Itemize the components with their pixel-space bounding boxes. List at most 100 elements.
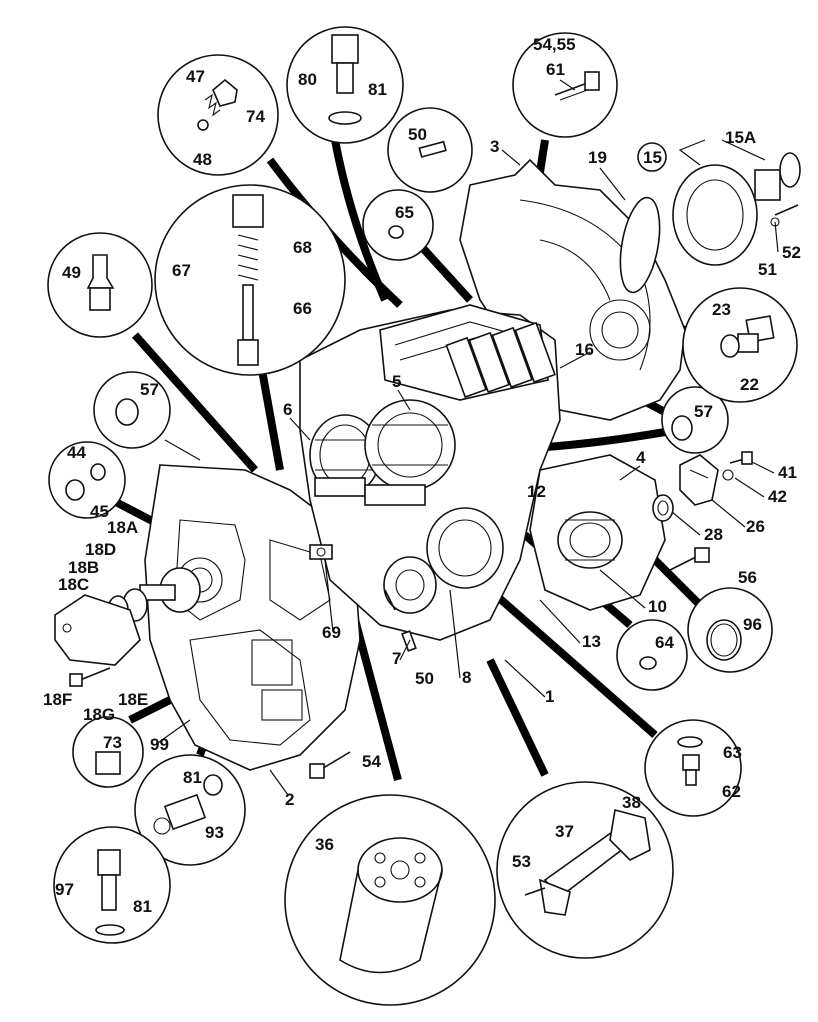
callout-pin-44 [48,441,126,519]
callout-ring-57-right [661,386,729,454]
label-10: 10 [648,597,667,616]
callout-sender-97 [53,826,171,944]
label-18A: 18A [107,518,138,537]
label-45: 45 [90,502,109,521]
label-1: 1 [545,687,554,706]
label-3: 3 [490,137,499,156]
label-49: 49 [62,263,81,282]
label-74: 74 [246,107,265,126]
label-50-lower: 50 [415,669,434,688]
label-62: 62 [722,782,741,801]
solenoid-stack [445,321,556,399]
label-16: 16 [575,340,594,359]
label-54-55: 54,55 [533,35,576,54]
label-66: 66 [293,299,312,318]
label-64: 64 [655,633,674,652]
label-18G: 18G [83,705,115,724]
label-37: 37 [555,822,574,841]
label-68: 68 [293,238,312,257]
label-7: 7 [392,649,401,668]
callout-tube-37 [496,781,674,959]
label-18E: 18E [118,690,148,709]
label-13: 13 [582,632,601,651]
callout-plug-22 [682,287,798,403]
label-57-right: 57 [694,402,713,421]
callout-fitting-49 [47,232,153,338]
label-81-mid: 81 [183,768,202,787]
callout-plug-62 [644,719,742,817]
label-26: 26 [746,517,765,536]
label-41: 41 [778,463,797,482]
callout-ring-57 [93,371,171,449]
label-38: 38 [622,793,641,812]
callout-plug-73 [72,716,144,788]
label-65: 65 [395,203,414,222]
label-22: 22 [740,375,759,394]
label-18F: 18F [43,690,72,709]
callout-plug-65 [362,189,434,261]
label-81-bottom: 81 [133,897,152,916]
label-2: 2 [285,790,294,809]
label-18D: 18D [85,540,116,559]
label-12: 12 [527,482,546,501]
label-52: 52 [782,243,801,262]
output-flange-26 [679,454,719,506]
label-53: 53 [512,852,531,871]
label-36: 36 [315,835,334,854]
label-44: 44 [67,443,86,462]
label-51: 51 [758,260,777,279]
label-48: 48 [193,150,212,169]
label-leaders [154,79,779,796]
label-73: 73 [103,733,122,752]
callout-ring-96 [687,587,773,673]
label-99: 99 [150,735,169,754]
label-28: 28 [704,525,723,544]
label-63: 63 [723,743,742,762]
label-50-top: 50 [408,125,427,144]
label-47: 47 [186,67,205,86]
label-93: 93 [205,823,224,842]
callout-breather [157,54,279,176]
label-5: 5 [392,372,401,391]
label-67: 67 [172,261,191,280]
label-54: 54 [362,752,381,771]
label-19: 19 [588,148,607,167]
label-8: 8 [462,668,471,687]
label-80: 80 [298,70,317,89]
label-81-top: 81 [368,80,387,99]
label-61: 61 [546,60,565,79]
callout-filter-36 [284,794,496,1006]
label-4: 4 [636,448,646,467]
sender-69 [309,544,333,560]
label-6: 6 [283,400,292,419]
label-15A: 15A [725,128,756,147]
callout-dowel-50 [387,107,473,193]
label-18B: 18B [68,558,99,577]
cover-plate-18F [54,594,141,687]
label-42: 42 [768,487,787,506]
bolt-54 [309,751,351,779]
callout-pump-15 [619,142,801,294]
callout-relief-valve [154,184,346,376]
clutch-pack-6 [309,414,381,497]
callout-bolt-61 [512,32,618,138]
gear-clusters [309,399,504,614]
bolt-41 [722,451,753,481]
callout-switch-93 [134,754,246,866]
label-15: 15 [643,148,662,167]
front-housing [144,464,361,771]
label-57-left: 57 [140,380,159,399]
label-69: 69 [322,623,341,642]
part-labels: 47 74 48 80 81 54,55 61 50 3 19 15 15A 6… [43,35,801,916]
label-18C: 18C [58,575,89,594]
label-96: 96 [743,615,762,634]
label-97: 97 [55,880,74,899]
label-23: 23 [712,300,731,319]
label-56: 56 [738,568,757,587]
callout-plug-64 [616,619,688,691]
seal-28 [652,494,674,522]
gear-shaft-8 [383,507,504,614]
rear-plate [529,454,666,611]
